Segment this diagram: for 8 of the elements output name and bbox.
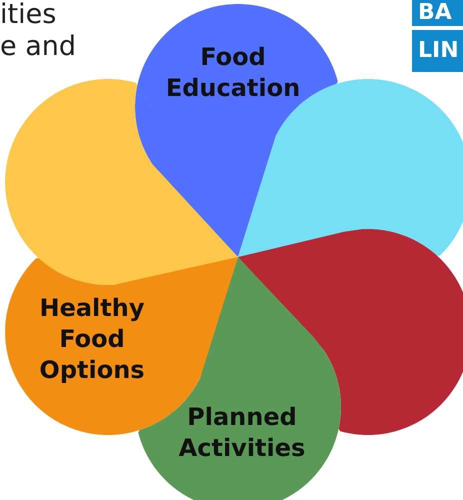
petal-label: Healthy Food Options (38, 293, 146, 386)
body-text: ities (0, 0, 56, 30)
petal-label: Planned Activities (178, 402, 306, 464)
petal-label: Food Education (164, 42, 302, 104)
header-tab: BA (412, 0, 463, 26)
header-tab: LIN (412, 30, 463, 72)
body-text: e and (0, 32, 76, 62)
petal-shape (135, 4, 338, 257)
